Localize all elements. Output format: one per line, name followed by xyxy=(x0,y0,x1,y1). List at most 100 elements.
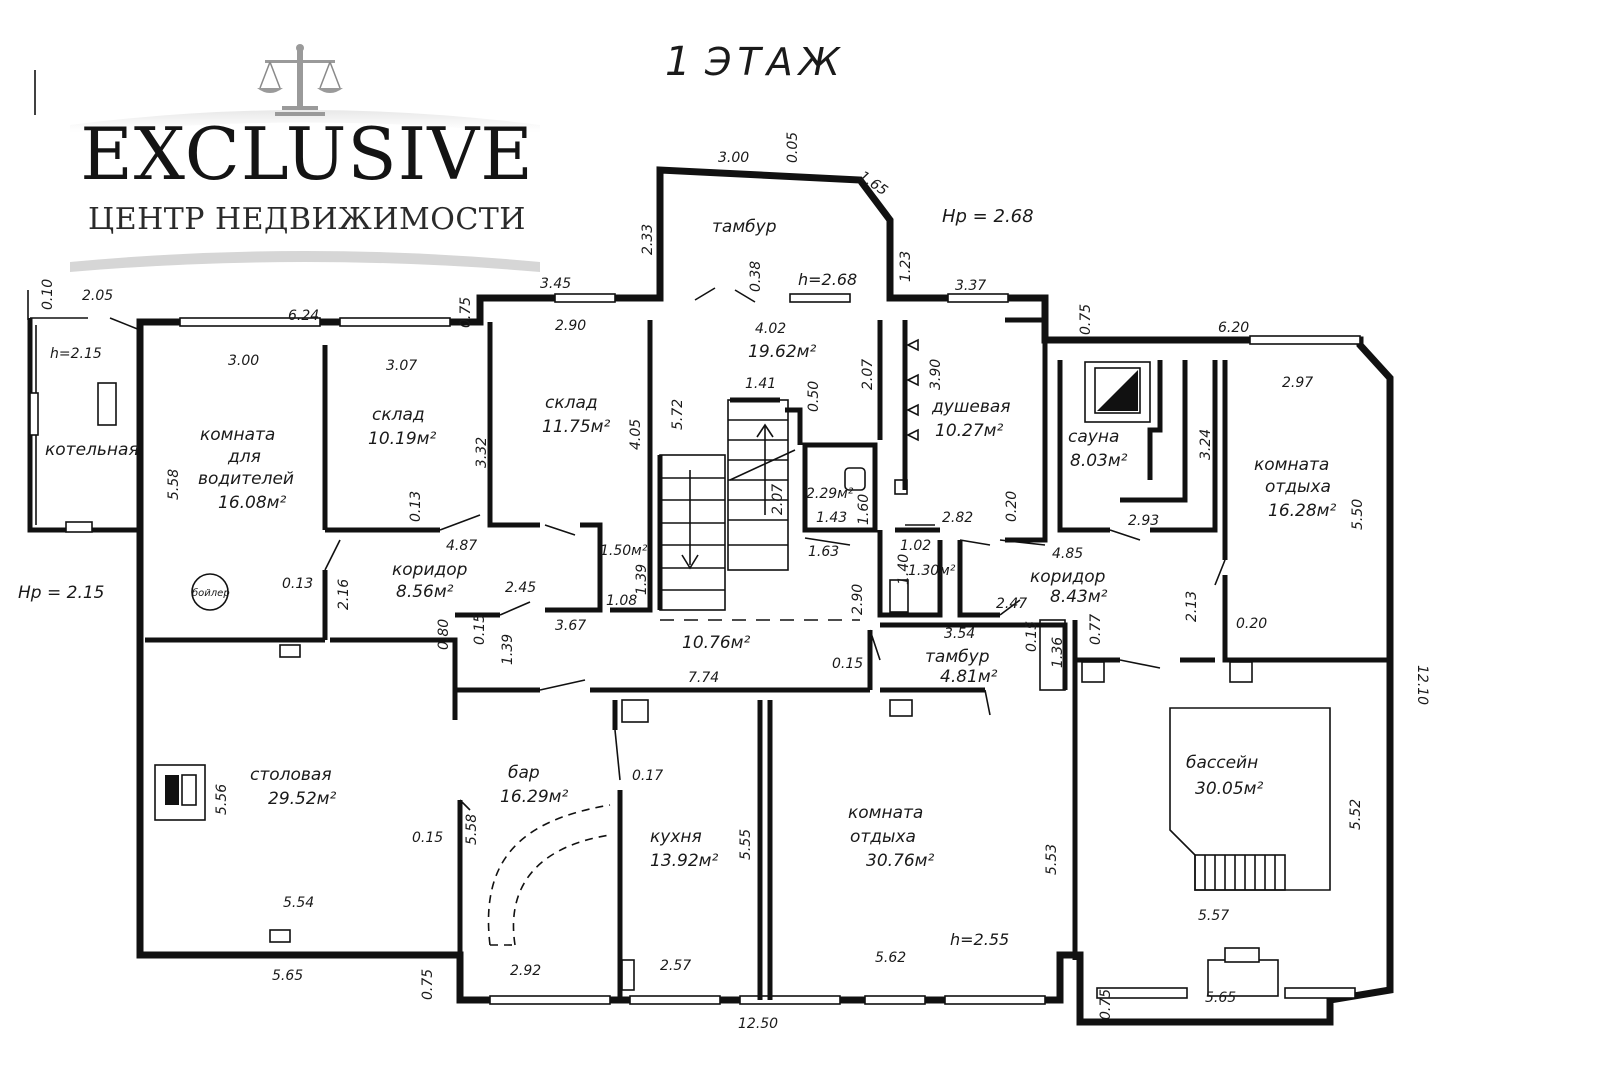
floor-title: ЭТАЖ xyxy=(704,40,846,84)
dim-label: 0.05 xyxy=(785,132,801,163)
room-labels: котельная комната для водителей 16.08м² … xyxy=(45,217,1336,871)
room-rest2-2: отдыха xyxy=(850,827,916,847)
pool xyxy=(1169,707,1331,891)
dim-label: 5.52 xyxy=(1348,799,1364,830)
room-bar: бар xyxy=(508,763,540,783)
dim-label: 0.75 xyxy=(458,297,474,328)
dim-label: 4.85 xyxy=(1052,546,1083,562)
room-corridor1: коридор xyxy=(392,560,468,580)
dim-label: 5.58 xyxy=(166,469,182,500)
sauna-stove xyxy=(1084,361,1151,423)
room-store2-area: 11.75м² xyxy=(542,417,610,437)
dim-label: 5.65 xyxy=(1205,990,1236,1006)
dim-label: 5.55 xyxy=(738,829,754,860)
dim-label: 3.32 xyxy=(474,437,490,468)
room-tambur-top: тамбур xyxy=(712,217,777,237)
dim-label: 0.75 xyxy=(1098,989,1114,1020)
dim-label: 5.56 xyxy=(214,784,230,815)
boiler-unit-label: бойлер xyxy=(192,587,230,599)
dim-label: 2.47 xyxy=(996,596,1027,612)
dim-label: 6.20 xyxy=(1218,320,1249,336)
dim-label: 2.33 xyxy=(640,224,656,255)
room-store1-area: 10.19м² xyxy=(368,429,436,449)
dim-label: 3.67 xyxy=(555,618,586,634)
dim-label: 0.75 xyxy=(1078,304,1094,335)
room-stair-area: 1.50м² xyxy=(600,543,648,559)
dim-label: 2.90 xyxy=(850,584,866,615)
staircase xyxy=(659,399,796,611)
dim-label: 1.63 xyxy=(808,544,839,560)
dim-label: 1.02 xyxy=(900,538,931,554)
dim-label: 2.07 xyxy=(860,359,876,390)
dim-label: 1.39 xyxy=(634,564,650,595)
wall-niches xyxy=(269,579,1253,991)
room-wc1-area: 2.29м² xyxy=(806,486,854,502)
dim-label: 0.15 xyxy=(832,656,863,672)
dim-label: 0.15 xyxy=(1024,621,1040,652)
logo-main-text: EXCLUSIVE xyxy=(80,112,534,196)
room-wc2-area: 1.30м² xyxy=(908,563,956,579)
company-logo: EXCLUSIVE ЦЕНТР НЕДВИЖИМОСТИ xyxy=(60,40,550,280)
dim-label: 12.10 xyxy=(1414,665,1430,705)
room-kitchen: кухня xyxy=(650,827,702,847)
dim-label: 5.62 xyxy=(875,950,906,966)
logo-graphic xyxy=(60,44,550,272)
dim-label: 0.13 xyxy=(282,576,313,592)
room-tambur2-area: 4.81м² xyxy=(940,667,998,687)
height-boiler: h=2.15 xyxy=(50,346,102,362)
height-left: Hp = 2.15 xyxy=(18,583,104,603)
dim-label: 3.54 xyxy=(944,626,975,642)
dim-label: 5.65 xyxy=(272,968,303,984)
windows xyxy=(179,293,1361,1005)
title-number: 1 xyxy=(665,39,690,85)
dim-label: 0.20 xyxy=(1236,616,1267,632)
dim-label: 0.38 xyxy=(748,261,764,292)
room-drivers-1: комната xyxy=(200,425,275,445)
room-corridor1-area: 8.56м² xyxy=(396,582,454,602)
room-drivers-area: 16.08м² xyxy=(218,493,286,513)
dim-label: 2.97 xyxy=(1282,375,1313,391)
room-corridor2-area: 8.43м² xyxy=(1050,587,1108,607)
room-tambur2: тамбур xyxy=(925,647,990,667)
logo-sub-text: ЦЕНТР НЕДВИЖИМОСТИ xyxy=(88,202,526,237)
dim-label: 0.17 xyxy=(632,768,663,784)
interior-walls xyxy=(145,317,1390,1000)
dim-label: 1.41 xyxy=(745,376,776,392)
dim-label: 1.23 xyxy=(898,251,914,282)
dim-label: 1.36 xyxy=(1050,637,1066,668)
dim-label: 2.13 xyxy=(1184,591,1200,622)
room-kitchen-area: 13.92м² xyxy=(650,851,718,871)
dim-label: 0.80 xyxy=(436,619,452,650)
dim-label: 4.05 xyxy=(628,419,644,450)
height-tambur: h=2.68 xyxy=(798,270,857,289)
dim-label: 2.82 xyxy=(942,510,973,526)
dim-label: 0.15 xyxy=(412,830,443,846)
boiler-annex xyxy=(27,317,141,533)
room-pool-area: 30.05м² xyxy=(1195,779,1263,799)
dim-label: 2.07 xyxy=(770,484,786,515)
dim-label: 0.20 xyxy=(1004,491,1020,522)
dim-label: 3.00 xyxy=(228,353,259,369)
room-rest1-area: 16.28м² xyxy=(1268,501,1336,521)
door-swings xyxy=(324,287,1226,811)
dim-label: 5.50 xyxy=(1350,499,1366,530)
dim-label: 3.24 xyxy=(1198,429,1214,460)
room-shower-area: 10.27м² xyxy=(935,421,1003,441)
dim-label: 5.53 xyxy=(1044,844,1060,875)
dim-label: 3.00 xyxy=(718,150,749,166)
room-rest2-area: 30.76м² xyxy=(866,851,934,871)
room-bar-area: 16.29м² xyxy=(500,787,568,807)
dim-label: 2.93 xyxy=(1128,513,1159,529)
room-shower: душевая xyxy=(931,397,1011,417)
height-main: Hp = 2.68 xyxy=(942,206,1034,227)
dim-label: 7.74 xyxy=(688,670,719,686)
dimension-lines xyxy=(27,70,1331,1022)
height-rest-hall: h=2.55 xyxy=(950,930,1009,949)
room-pool: бассейн xyxy=(1186,753,1258,773)
shower-fixtures xyxy=(894,338,919,495)
dim-label: 2.05 xyxy=(82,288,113,304)
dim-label: 5.72 xyxy=(670,399,686,430)
room-dining-area: 29.52м² xyxy=(268,789,336,809)
dim-label: 1.40 xyxy=(896,554,912,585)
dim-label: 2.45 xyxy=(505,580,536,596)
